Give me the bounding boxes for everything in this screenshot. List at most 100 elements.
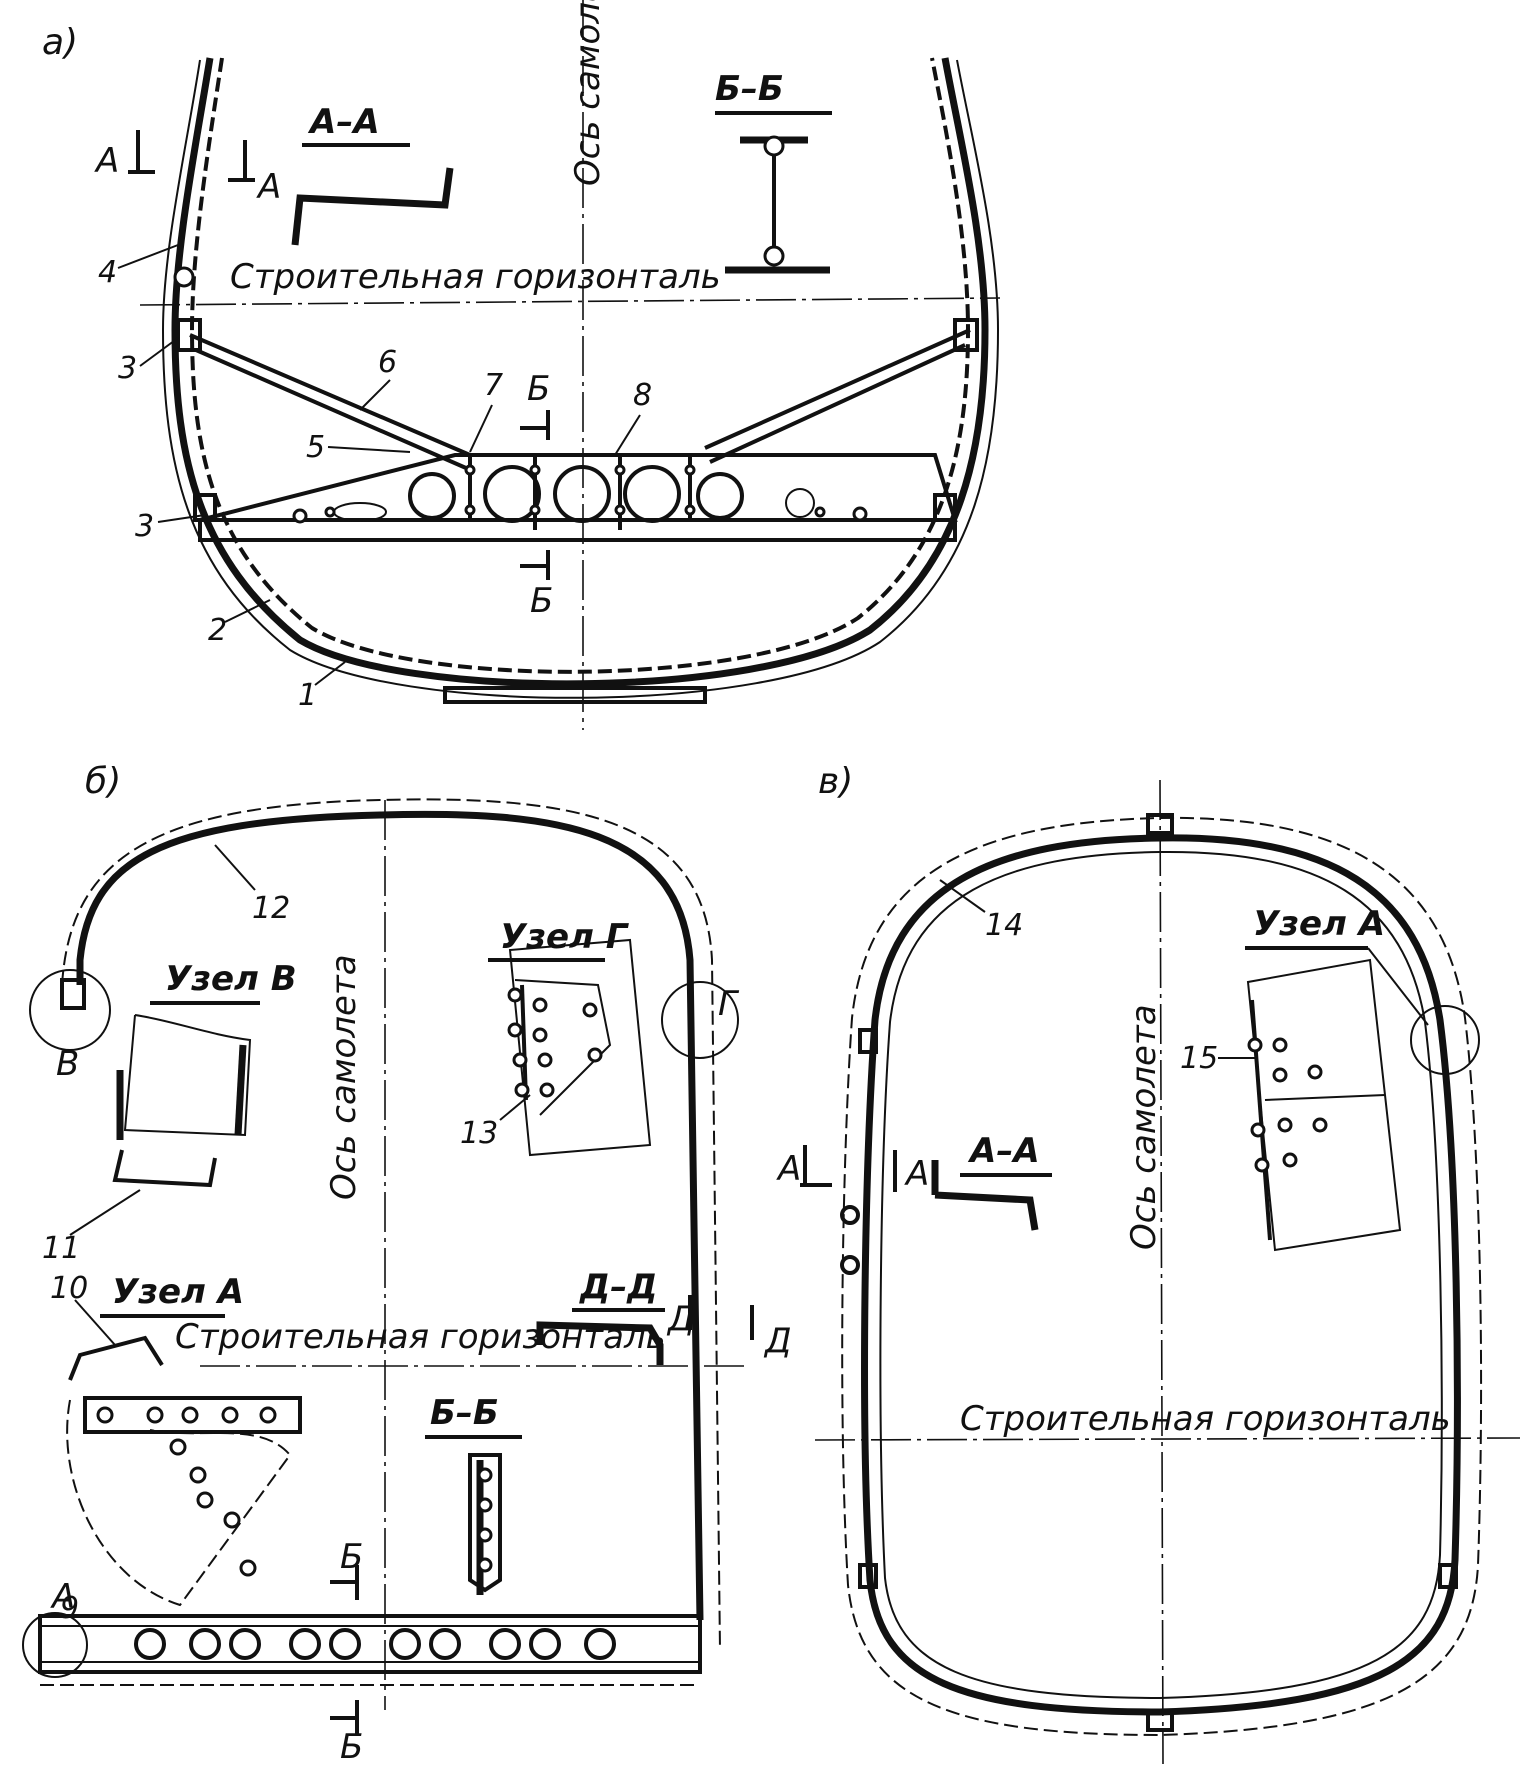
frame-b-skin — [61, 798, 721, 1651]
callout-4: 4 — [98, 255, 117, 290]
section-label-v-aa: А–А — [967, 1131, 1040, 1171]
horizon-label-a: Строительная горизонталь — [230, 257, 721, 297]
bracket-right-top — [953, 318, 979, 352]
callout-3-bottom: 3 — [135, 509, 154, 544]
node-v-a-title: Узел А — [1253, 904, 1385, 944]
node-v-title: Узел В — [165, 959, 297, 999]
node-a-title: Узел А — [112, 1272, 244, 1312]
strut-right — [704, 328, 971, 450]
node-g-rivets — [507, 987, 603, 1098]
strut-left-6 — [189, 333, 471, 457]
node-a-rivets — [96, 1406, 277, 1577]
panel-a-caption: а) — [42, 22, 78, 63]
panel-v: в) Узел А А–А А — [776, 761, 1521, 1765]
frame-b-end — [60, 978, 86, 1010]
cut-letter-b-b-bottom: Б — [340, 1727, 363, 1764]
node-v-letter: В — [56, 1044, 79, 1084]
callout-13: 13 — [460, 1116, 498, 1151]
node-v-a-circle — [1410, 1005, 1480, 1075]
cut-letter-a-right: А — [256, 167, 281, 207]
hole-2 — [483, 465, 541, 523]
strut-left-6b — [195, 348, 467, 470]
construction-horizontal-v — [814, 1437, 1521, 1441]
bracket-right-bottom — [933, 493, 957, 522]
construction-horizontal-a — [139, 297, 1001, 306]
section-profile-a-aa — [291, 167, 454, 246]
panel-a: а) — [42, 0, 1001, 730]
beam-chord — [198, 518, 957, 542]
callout-10: 10 — [50, 1271, 88, 1306]
frame-outer-a — [171, 57, 989, 688]
bracket-3-bottom — [193, 493, 217, 522]
node-v-circle — [29, 969, 111, 1051]
node-a-letter: А — [50, 1577, 75, 1617]
hole-3 — [553, 465, 611, 523]
callout-1: 1 — [298, 678, 317, 713]
node-v-a-rivets — [1247, 1037, 1328, 1173]
frame-v-inner — [879, 850, 1443, 1700]
node-g-plate — [508, 938, 652, 1157]
panel-b-caption: б) — [85, 761, 121, 802]
hole-6 — [785, 488, 815, 518]
section-profile-v-aa — [931, 1160, 1039, 1231]
bracket-3-top — [176, 318, 202, 352]
node-a-circle — [22, 1612, 88, 1678]
section-label-b-dd: Д–Д — [579, 1267, 658, 1307]
section-profile-b-dd — [536, 1321, 664, 1365]
horizon-label-v: Строительная горизонталь — [960, 1399, 1451, 1439]
axis-label-v: Ось самолета — [1124, 1004, 1164, 1250]
section-profile-b-bb — [468, 1453, 502, 1593]
callout-9: 9 — [60, 1591, 79, 1626]
callout-5: 5 — [306, 430, 325, 465]
node-a-segment — [66, 1399, 292, 1607]
callout-2: 2 — [208, 613, 227, 648]
hole-1 — [408, 472, 456, 520]
beam-rivets — [292, 464, 868, 524]
hole-5 — [696, 472, 744, 520]
node-g-circle — [661, 981, 739, 1059]
bottom-beam-holes — [134, 1628, 616, 1660]
callout-7: 7 — [484, 368, 503, 403]
cut-letter-v-a-right: А — [904, 1154, 929, 1194]
node-4-rivet — [173, 266, 195, 288]
section-label-b-bb: Б–Б — [430, 1393, 499, 1433]
frame-v-skin — [841, 816, 1483, 1737]
panel-v-caption: в) — [818, 761, 853, 802]
callout-15: 15 — [1180, 1041, 1218, 1076]
panel-b: б) В Г А Узел В Узел — [22, 761, 792, 1767]
cut-letter-b-d-right: Д — [763, 1321, 792, 1361]
frame-inner-a — [189, 57, 971, 674]
frame-b-main — [76, 810, 704, 1621]
node-v-detail — [123, 1014, 252, 1137]
callout-8: 8 — [633, 378, 652, 413]
node-a-bracket-10 — [68, 1335, 164, 1381]
node-g-letter: Г — [718, 984, 740, 1024]
axis-label-a: Ось самолета — [568, 0, 608, 186]
cut-letter-a-b-bottom: Б — [530, 581, 553, 621]
callout-6: 6 — [378, 345, 397, 380]
node-g-title: Узел Г — [500, 917, 630, 957]
callout-12: 12 — [252, 891, 290, 926]
callout-14: 14 — [985, 908, 1023, 943]
frame-skin-a — [161, 59, 1000, 699]
node-a-plate — [83, 1396, 302, 1434]
cut-letter-v-a-left: А — [776, 1149, 801, 1189]
strut-right-b — [709, 343, 966, 464]
callout-11: 11 — [42, 1231, 80, 1266]
bottom-beam-9 — [38, 1614, 702, 1674]
cut-letter-a-b-top: Б — [527, 369, 550, 409]
node-v-a-plate — [1246, 958, 1402, 1252]
section-label-a-aa: А–А — [307, 102, 380, 142]
aircraft-axis-v — [1159, 779, 1164, 1765]
section-label-a-bb: Б–Б — [715, 69, 784, 109]
frame-v-fittings — [840, 813, 1458, 1732]
horizon-label-b: Строительная горизонталь — [175, 1317, 666, 1357]
hole-4 — [623, 465, 681, 523]
keel-strip-a — [443, 686, 707, 704]
cut-letter-a-left: А — [94, 141, 119, 181]
axis-label-b: Ось самолета — [324, 954, 364, 1200]
cut-letter-b-b-mid: Б — [340, 1537, 363, 1577]
callout-3-top: 3 — [118, 351, 137, 386]
